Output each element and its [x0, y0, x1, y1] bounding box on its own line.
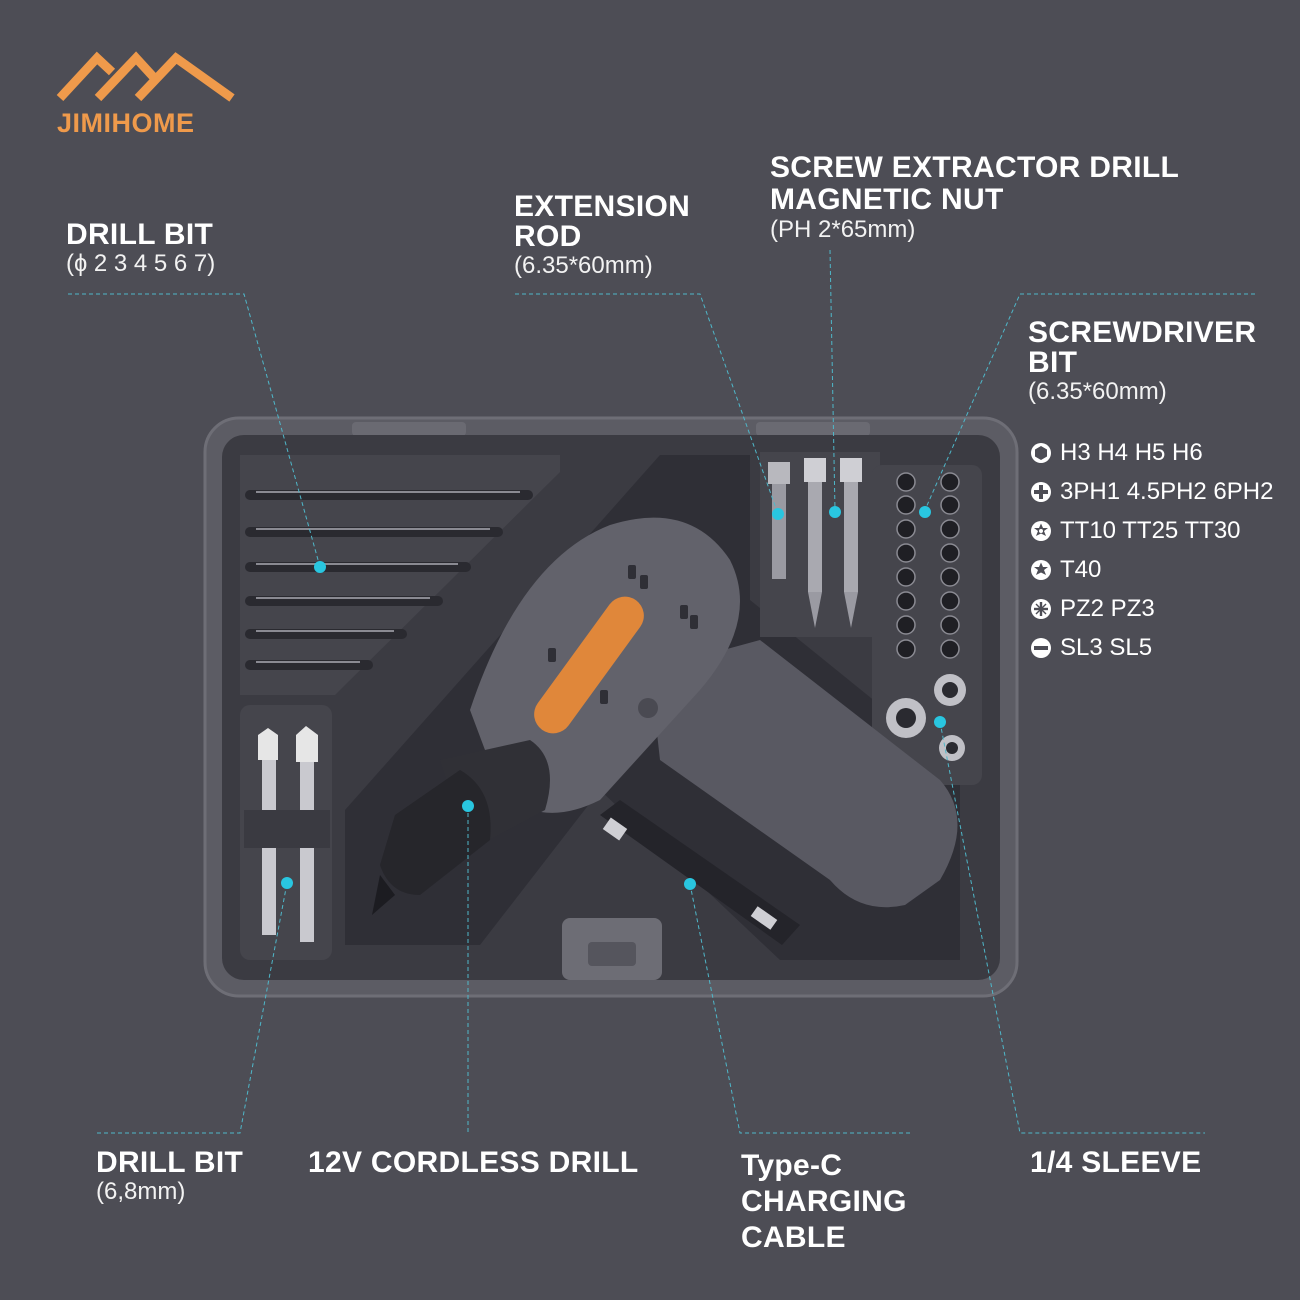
charging-cable-title-1: Type-C	[741, 1149, 843, 1182]
extension-rods	[768, 458, 862, 628]
label-screw-extractor: SCREW EXTRACTOR DRILL MAGNETIC NUT (PH 2…	[770, 152, 1179, 244]
sleeve-title: 1/4 SLEEVE	[1030, 1146, 1202, 1179]
bit-row-torx-tamper-text: TT10 TT25 TT30	[1060, 516, 1241, 544]
label-drill-bit-top: DRILL BIT (ɸ 2 3 4 5 6 7)	[66, 220, 215, 278]
hex-icon	[1031, 442, 1051, 463]
pozidriv-icon	[1031, 598, 1051, 619]
brand-logo-mark	[56, 51, 235, 102]
drill-bit-tray	[240, 455, 560, 695]
bit-row-hex: H3 H4 H5 H6	[1030, 433, 1273, 472]
bit-row-phillips-text: 3PH1 4.5PH2 6PH2	[1060, 477, 1274, 505]
screw-extractor-size: (PH 2*65mm)	[770, 216, 916, 243]
label-screwdriver-bit: SCREWDRIVER BIT (6.35*60mm)	[1028, 318, 1256, 406]
bit-row-pozidriv-text: PZ2 PZ3	[1060, 594, 1155, 622]
screwdriver-bit-size: (6.35*60mm)	[1028, 378, 1167, 405]
drill-bit-bottom-title: DRILL BIT	[96, 1146, 244, 1179]
cordless-drill-title: 12V CORDLESS DRILL	[308, 1146, 639, 1179]
label-cordless-drill: 12V CORDLESS DRILL	[308, 1148, 638, 1178]
bit-row-phillips: 3PH1 4.5PH2 6PH2	[1030, 472, 1273, 511]
bit-row-torx-tamper: TT10 TT25 TT30	[1030, 511, 1273, 550]
extension-rod-size: (6.35*60mm)	[514, 252, 653, 279]
bit-row-torx: T40	[1030, 550, 1273, 589]
torx-icon	[1031, 559, 1051, 580]
screw-extractor-title-1: SCREW EXTRACTOR DRILL	[770, 151, 1180, 184]
bit-grid	[896, 472, 960, 659]
label-extension-rod: EXTENSION ROD (6.35*60mm)	[514, 192, 690, 280]
screwdriver-bit-title-1: SCREWDRIVER	[1028, 316, 1257, 349]
torx-tamper-icon	[1031, 520, 1051, 541]
extension-rod-title-2: ROD	[514, 220, 582, 253]
sockets	[886, 674, 966, 761]
charging-cable-title-3: CABLE	[741, 1221, 846, 1254]
bit-row-slotted: SL3 SL5	[1030, 628, 1273, 667]
bit-row-hex-text: H3 H4 H5 H6	[1060, 438, 1203, 466]
label-charging-cable: Type-C CHARGING CABLE	[741, 1148, 907, 1256]
slotted-icon	[1031, 637, 1051, 658]
label-sleeve: 1/4 SLEEVE	[1030, 1148, 1201, 1178]
cordless-drill	[372, 517, 958, 915]
bit-type-list: H3 H4 H5 H6 3PH1 4.5PH2 6PH2 TT10 TT25 T…	[1030, 433, 1273, 667]
label-drill-bit-bottom: DRILL BIT (6,8mm)	[96, 1148, 243, 1206]
drill-bit-top-sizes: (ɸ 2 3 4 5 6 7)	[66, 250, 216, 277]
bit-row-torx-text: T40	[1060, 555, 1102, 583]
charging-cable-title-2: CHARGING	[741, 1185, 907, 1218]
screw-extractor-title-2: MAGNETIC NUT	[770, 183, 1004, 216]
drill-bit-top-title: DRILL BIT	[66, 218, 214, 251]
brand-name: JIMIHOME	[57, 108, 195, 138]
charging-cable	[600, 800, 800, 945]
callout-dots	[281, 506, 946, 890]
extension-rod-title-1: EXTENSION	[514, 190, 691, 223]
bit-row-pozidriv: PZ2 PZ3	[1030, 589, 1273, 628]
phillips-icon	[1031, 481, 1051, 502]
bit-row-slotted-text: SL3 SL5	[1060, 633, 1153, 661]
glass-drill-bits	[240, 705, 332, 960]
drill-bit-bottom-size: (6,8mm)	[96, 1178, 186, 1205]
callout-lines	[68, 249, 1255, 1134]
screwdriver-bit-title-2: BIT	[1028, 346, 1078, 379]
